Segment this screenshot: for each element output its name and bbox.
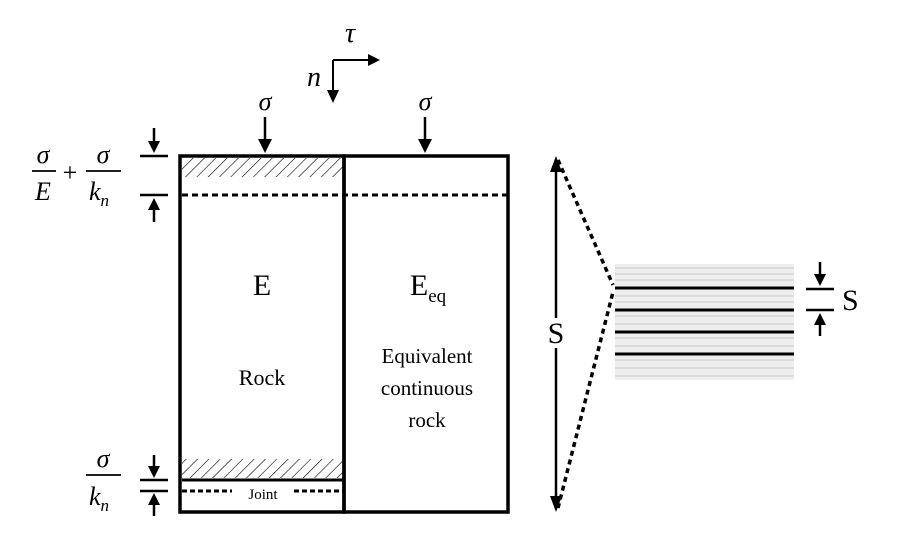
joint-label: Joint (248, 487, 278, 503)
bottom-fraction-denominator: kn (89, 482, 109, 515)
sigma-label-equivalent: σ (419, 87, 433, 116)
joint-spacing-label: S (842, 284, 859, 317)
applied-loads: σ σ (258, 87, 433, 153)
joint-spacing-dimension: S (806, 262, 859, 336)
top-dim-arrow-up (148, 198, 160, 210)
load-arrow-rock (258, 139, 272, 153)
top-dim-arrow-down (148, 141, 160, 153)
zoom-line-bottom (556, 291, 615, 509)
joint-set-fill (615, 264, 794, 380)
equivalent-label-line-2: continuous (381, 376, 473, 400)
bottom-dim-arrow-down (148, 466, 160, 478)
span-arrow-up (550, 156, 562, 172)
n-label: n (307, 62, 321, 93)
equivalent-block-outline (342, 154, 510, 514)
equivalent-modulus: Eeq (410, 269, 447, 307)
coordinate-axes: τ n (307, 18, 380, 103)
joint-set (615, 264, 794, 380)
spacing-arrow-down (814, 274, 826, 286)
rock-label: Rock (239, 365, 285, 390)
joint-closure-dimension: σ kn (86, 444, 168, 516)
block-span-label: S (548, 317, 565, 350)
span-arrow-down (550, 496, 562, 512)
top-plus-sign: + (63, 158, 78, 187)
equivalent-block: Eeq Equivalent continuous rock (342, 154, 510, 514)
equivalent-label-line-3: rock (408, 408, 446, 432)
top-displacement-dimension: σ E + σ kn (32, 128, 168, 222)
bottom-fraction-numerator: σ (97, 444, 111, 473)
sigma-label-rock: σ (259, 87, 273, 116)
load-arrow-equivalent (418, 139, 432, 153)
equivalent-label-line-1: Equivalent (382, 344, 473, 368)
top-fraction-2-denominator: kn (89, 177, 109, 210)
top-fraction-1-numerator: σ (37, 140, 51, 169)
rock-modulus: E (253, 269, 271, 302)
rock-block: E Rock Joint (178, 154, 508, 514)
zoom-line-top (556, 159, 615, 286)
bottom-hatch-zone (182, 459, 344, 478)
top-fraction-2-numerator: σ (97, 140, 111, 169)
spacing-arrow-up (814, 313, 826, 325)
bottom-dim-arrow-up (148, 493, 160, 505)
top-fraction-1-denominator: E (34, 177, 51, 206)
top-hatch-zone (182, 158, 344, 177)
rock-block-outline (178, 154, 346, 514)
block-span-dimension: S (548, 156, 615, 512)
tau-label: τ (345, 18, 356, 49)
